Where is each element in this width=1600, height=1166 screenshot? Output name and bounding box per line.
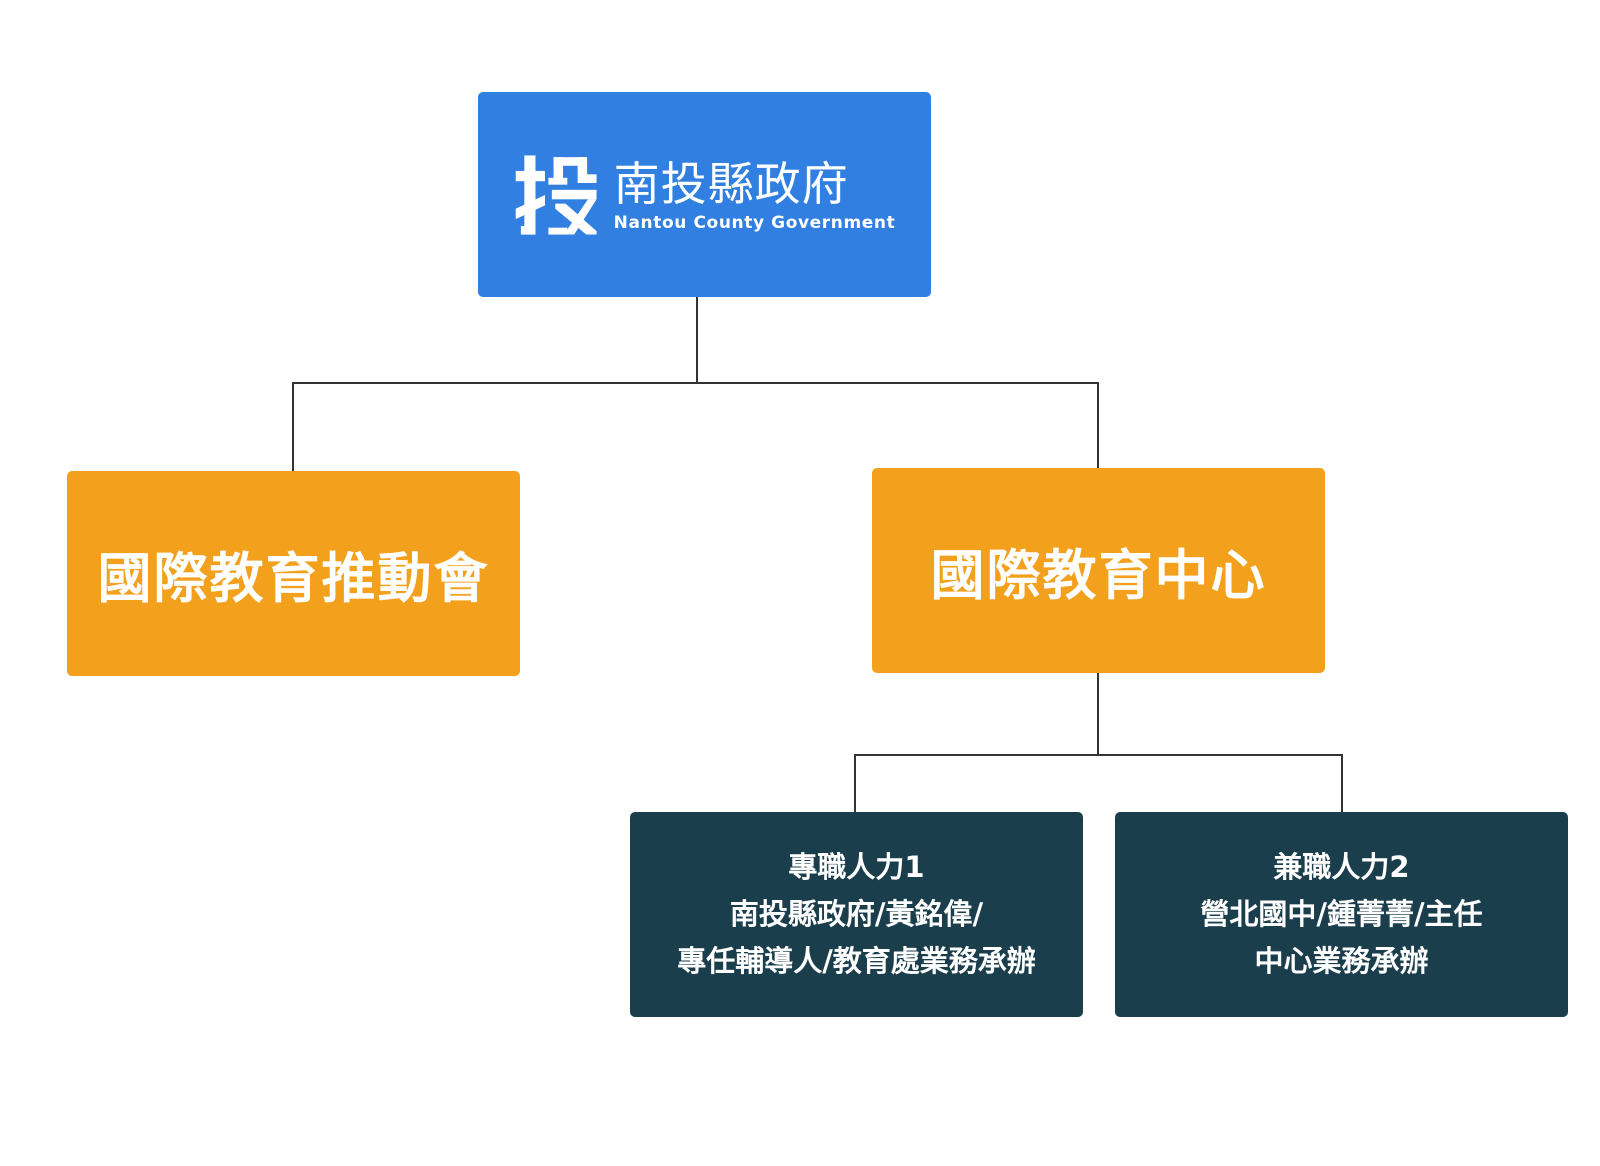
node-text-line: 中心業務承辦 bbox=[1254, 944, 1429, 978]
nantou-county-logo: 南投縣政府 Nantou County Government bbox=[514, 152, 896, 238]
node-text-line: 專任輔導人/教育處業務承辦 bbox=[677, 944, 1036, 978]
tou-character-logo-icon bbox=[515, 154, 597, 235]
node-part-time-staff: 兼職人力2 營北國中/鍾菁菁/主任 中心業務承辦 bbox=[1115, 812, 1568, 1017]
node-full-time-staff: 專職人力1 南投縣政府/黃銘偉/ 專任輔導人/教育處業務承辦 bbox=[630, 812, 1083, 1017]
node-text-line: 專職人力1 bbox=[788, 850, 925, 884]
node-international-education-promotion-committee: 國際教育推動會 bbox=[67, 471, 520, 676]
node-text-line: 兼職人力2 bbox=[1273, 850, 1410, 884]
node-text-line: 營北國中/鍾菁菁/主任 bbox=[1200, 897, 1483, 931]
node-international-education-center: 國際教育中心 bbox=[872, 468, 1325, 673]
root-node-name: 南投縣政府 bbox=[613, 156, 849, 211]
node-label: 國際教育中心 bbox=[930, 544, 1267, 607]
node-text: 專職人力1 南投縣政府/黃銘偉/ 專任輔導人/教育處業務承辦 bbox=[677, 844, 1036, 985]
node-text: 兼職人力2 營北國中/鍾菁菁/主任 中心業務承辦 bbox=[1200, 844, 1482, 985]
root-node-english-name: Nantou County Government bbox=[613, 212, 896, 233]
logo-text: 南投縣政府 Nantou County Government bbox=[614, 156, 896, 234]
root-node-nantou-county-government: 南投縣政府 Nantou County Government bbox=[478, 92, 931, 297]
node-text-line: 南投縣政府/黃銘偉/ bbox=[729, 897, 984, 931]
node-label: 國際教育推動會 bbox=[97, 547, 490, 610]
